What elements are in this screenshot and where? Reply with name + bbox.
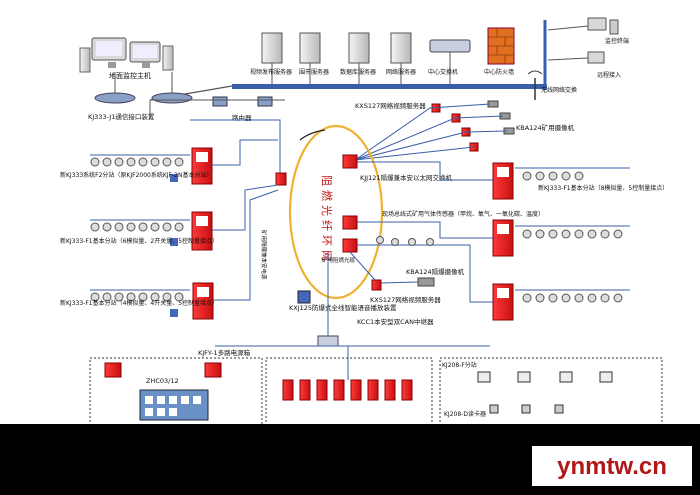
- sub-left-2-label: 新KJ333-F1基本分站（6模拟量、2开关量、5控制量接点）: [60, 237, 218, 245]
- kj208-devices: [477, 371, 613, 414]
- server-icons: [261, 32, 412, 84]
- right-substation-rows: [357, 161, 630, 321]
- watermark-box: [532, 446, 692, 486]
- kj208-bot-label: KJ208-D读卡器: [444, 410, 486, 418]
- kcc-device: [215, 252, 490, 347]
- watermark-text: ynmtw.cn: [557, 453, 667, 480]
- db-server2-label: 数据库服务器: [340, 68, 376, 76]
- kxs127-mid-label: KXS127网络视频服务器: [370, 295, 441, 304]
- vertical-power-label: 矿用隔爆兼本安电源: [260, 230, 268, 280]
- bus-sensor-icons: [376, 236, 434, 246]
- router-label: 路由器: [232, 113, 252, 122]
- core-switch-label: 中心交换机: [428, 68, 458, 76]
- db-server1-label: 围市服务器: [299, 68, 329, 76]
- right-sensor-icons: [522, 171, 623, 303]
- wireless-icon: [527, 70, 543, 100]
- fiber-ring: [288, 124, 384, 300]
- kba124-mid-label: KBA124隔爆摄像机: [406, 267, 465, 276]
- kjj121-label: KJJ121隔爆兼本安以太网交换机: [360, 173, 453, 182]
- video-server-label: 视频发布服务器: [250, 68, 292, 76]
- kj333-comm-label: KJ333-J1通信接口装置: [88, 112, 155, 121]
- kj208-top-label: KJ208-F分站: [442, 361, 477, 369]
- power-box-devices: [104, 362, 222, 421]
- monitor-terminal-icon: [547, 17, 619, 35]
- svg-text:阻燃光纤环网: 阻燃光纤环网: [320, 175, 334, 265]
- bus-sensors-label: 现场总线式矿用气体传感器（甲烷、氧气、一氧化碳、温度）: [382, 210, 544, 218]
- router-icon: [150, 96, 285, 107]
- monitor-host-label: 地面监控主机: [109, 71, 151, 80]
- kxj-device: [297, 290, 311, 304]
- monitor-terminal-label: 监控终端: [605, 37, 629, 45]
- left-substation-rows: [90, 100, 281, 320]
- network-access-label: 远程接入: [597, 71, 621, 79]
- kba124-top-devices: [354, 100, 515, 161]
- kxj-label: KXJ125防爆式全线智能语音播放装置: [289, 303, 397, 312]
- core-switch-icon: [429, 39, 471, 84]
- power-box-label: KJFY-1多路电源箱: [198, 348, 251, 357]
- web-server-label: 网络服务器: [386, 68, 416, 76]
- fiber-ring-title: 阻燃光纤环网: [320, 175, 334, 265]
- sub-left-3-label: 新KJ333-F1基本分站（4模拟量、4开关量、5控制量接点）: [60, 299, 218, 307]
- left-sensor-icons: [90, 157, 184, 317]
- kjj121-switches: [275, 154, 358, 253]
- kcc-label: KCC1本安型双CAN中继器: [357, 317, 434, 326]
- sub-right-1-label: 新KJ333-F1基本分站（8模拟量、5控制量接点）: [538, 184, 668, 192]
- center-panel-devices: [282, 346, 413, 401]
- sub-left-1-label: 新KJ333系统F2分站（原KJF2000系统KJF-2N基本分站）: [60, 171, 212, 179]
- kxs127-top-label: KXS127网络视频服务器: [355, 101, 426, 110]
- kba124-mid-device: [349, 251, 435, 291]
- network-access-icon: [547, 51, 605, 64]
- zhc-label: ZHC03/12: [146, 377, 179, 385]
- ring-link-label: 矿用阻燃光缆: [322, 256, 356, 264]
- monitor-host-group: [79, 37, 174, 73]
- firewall-icon: [487, 27, 515, 65]
- wireless-label: 无线网络交换: [541, 86, 577, 94]
- backbone-bar: [232, 84, 547, 89]
- kba124-top-label: KBA124矿用摄像机: [516, 123, 575, 132]
- firewall-label: 中心防火墙: [484, 68, 514, 76]
